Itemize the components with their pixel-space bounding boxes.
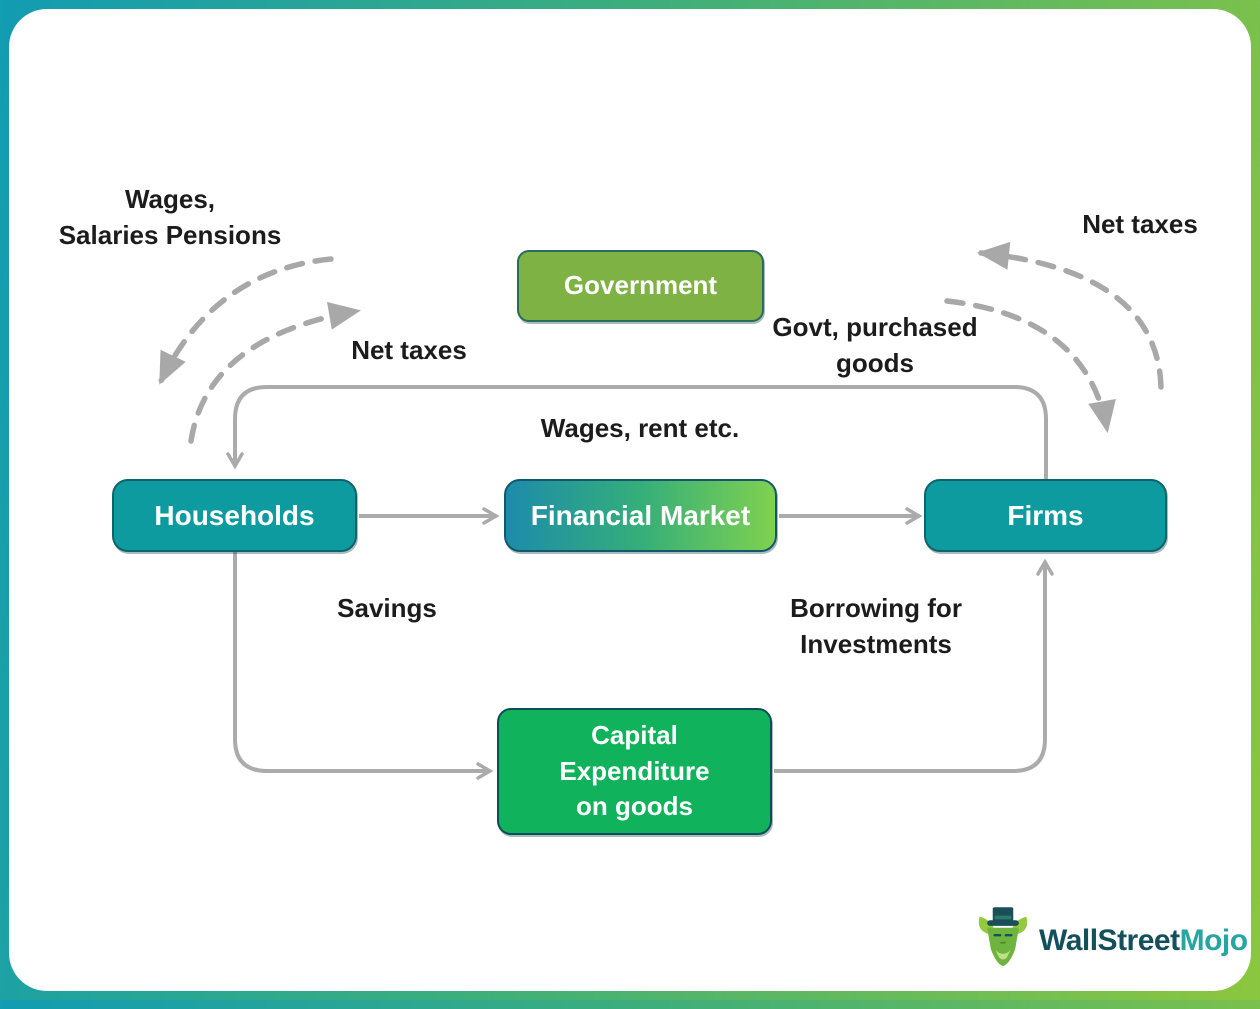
label-savings: Savings [337,593,437,623]
diagram-canvas: Government Households Financial Market F… [9,9,1251,991]
node-financial-market: Financial Market [504,479,777,552]
node-government: Government [517,250,764,322]
logo-wordmark: WallStreetMojo [1039,924,1248,958]
dashed-arrow-government-to-households [158,256,334,385]
label-borrowing-for-investments: Borrowing for Investments [790,593,962,659]
node-firms: Firms [924,479,1167,552]
wallstreetmojo-logo: WallStreetMojo [975,905,1248,976]
dashed-arrow-households-to-government [188,301,361,444]
label-govt-purchased-goods: Govt, purchased goods [772,312,978,378]
logo-text-accent: Mojo [1179,923,1248,957]
logo-text-primary: WallStreet [1039,923,1180,957]
bull-mascot-icon [975,905,1031,976]
arrow-households-to-capital-expenditure [233,552,494,780]
label-net-taxes-right: Net taxes [1082,209,1198,239]
node-capital-expenditure: Capital Expenditure on goods [497,708,772,835]
label-wages-rent-etc: Wages, rent etc. [540,413,740,443]
label-wages-salaries-pensions: Wages, Salaries Pensions [58,184,282,250]
node-households: Households [112,479,357,552]
label-net-taxes-left: Net taxes [351,335,467,365]
